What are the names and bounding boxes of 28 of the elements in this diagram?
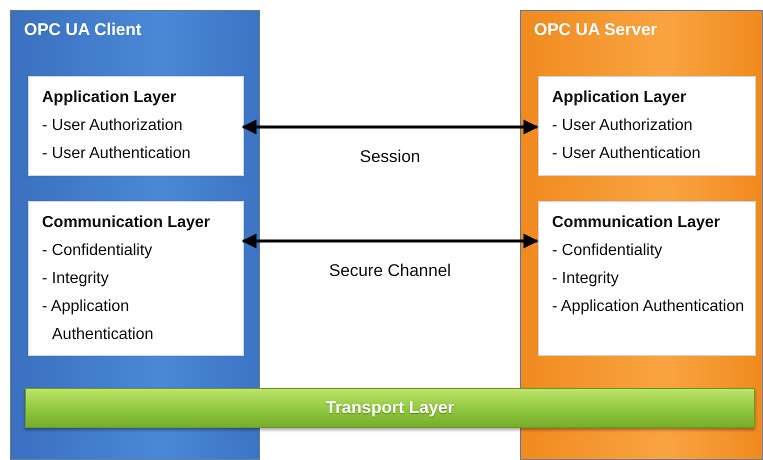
double-arrow [242,234,538,248]
layer-heading: Application Layer [42,88,178,108]
list-item: - Integrity [42,269,110,289]
layer-box [538,201,756,356]
layer-box [28,76,244,176]
layer-heading: Communication Layer [42,213,212,233]
list-item: - User Authentication [552,144,702,164]
list-item: - User Authentication [42,144,192,164]
side-panel [10,10,260,460]
layer-bar [25,388,755,428]
layer-heading: Communication Layer [552,213,722,233]
bar-label: Transport Layer [326,398,454,418]
list-item: - Application Authentication [552,297,745,317]
panel-title: OPC UA Server [534,20,658,40]
list-item: - User Authorization [42,116,184,136]
layer-heading: Application Layer [552,88,688,108]
layer-box [28,201,244,356]
edge-label: Session [360,147,420,167]
layer-box [538,76,756,176]
side-panel [520,10,763,460]
double-arrow [242,120,538,134]
list-item: - User Authorization [552,116,694,136]
list-item: - Application Authentication [42,297,154,345]
panel-title: OPC UA Client [24,20,142,40]
list-item: - Confidentiality [552,241,664,261]
list-item: - Integrity [552,269,620,289]
list-item: - Confidentiality [42,241,154,261]
edge-label: Secure Channel [329,261,451,281]
